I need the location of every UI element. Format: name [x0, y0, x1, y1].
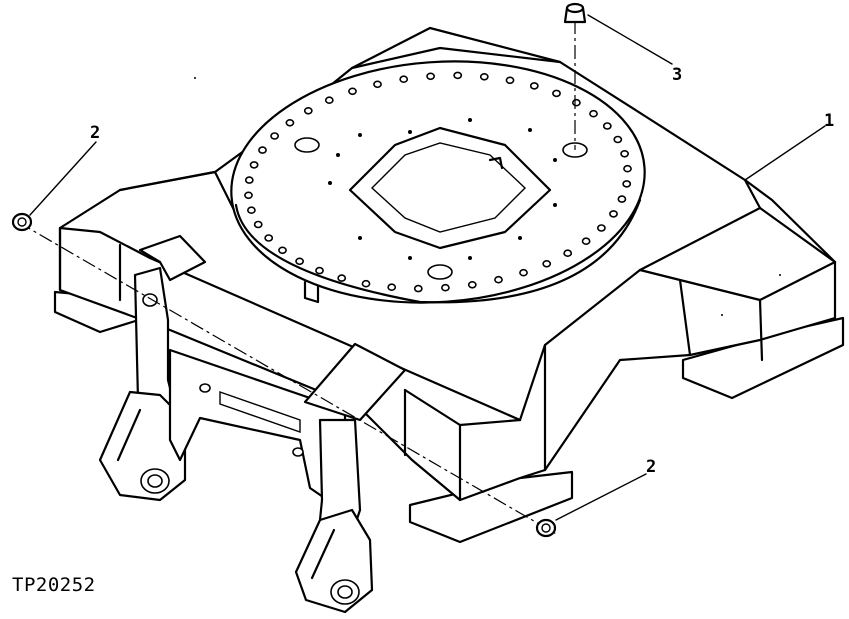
bolt-hole: [542, 259, 552, 268]
inner-hole: [408, 256, 412, 260]
bolt-hole: [413, 284, 423, 293]
inner-hole: [408, 130, 412, 134]
bolt-hole: [337, 274, 347, 282]
inner-hole: [553, 203, 557, 207]
bolt-hole: [348, 87, 357, 96]
bolt-hole: [246, 206, 256, 214]
bolt-hole: [249, 161, 259, 169]
inner-hole: [328, 181, 332, 185]
inner-hole: [468, 118, 472, 122]
bolt-hole: [467, 280, 477, 289]
bolt-hole: [589, 109, 598, 118]
pin-centerline: [17, 20, 576, 536]
bolt-hole: [387, 283, 397, 292]
bolt-hole: [609, 210, 618, 218]
bolt-hole: [552, 89, 561, 98]
bolt-hole: [453, 71, 463, 80]
inner-hole: [336, 153, 340, 157]
bolt-hole: [244, 176, 254, 184]
bolt-hole: [622, 180, 632, 188]
bolt-hole: [563, 249, 573, 257]
inner-hole: [358, 133, 362, 137]
callout-2-right: 2: [646, 457, 656, 477]
bolt-hole: [270, 132, 279, 140]
bolt-hole: [244, 191, 253, 200]
bolt-hole: [572, 98, 581, 107]
bolt-hole: [623, 164, 632, 173]
grease-fitting: [563, 2, 587, 24]
inner-hole: [468, 256, 472, 260]
bolt-hole: [361, 279, 371, 288]
inner-hole: [358, 236, 362, 240]
inner-hole: [528, 128, 532, 132]
bolt-hole: [602, 122, 612, 130]
pin-left: [11, 212, 33, 232]
bolt-hole: [399, 75, 409, 83]
callout-1: 1: [824, 111, 834, 131]
bolt-hole: [597, 224, 606, 232]
callout-2-left: 2: [90, 123, 100, 143]
bolt-hole: [295, 257, 304, 266]
bolt-hole: [285, 119, 295, 127]
figure-id-label: TP20252: [12, 574, 96, 596]
callout-3: 3: [672, 65, 682, 85]
bolt-hole: [253, 220, 263, 229]
scan-specks: [194, 77, 781, 316]
bolt-hole: [324, 96, 334, 104]
bolt-hole: [264, 234, 274, 242]
leader-lines: [29, 14, 826, 521]
ring-bolt-holes: [244, 71, 632, 293]
pin-right: [535, 518, 557, 538]
bolt-hole: [529, 82, 539, 90]
bolt-hole: [494, 275, 503, 284]
bolt-hole: [581, 237, 591, 245]
bolt-hole: [373, 80, 382, 89]
bolt-hole: [479, 73, 489, 81]
bolt-hole: [505, 76, 515, 85]
inner-hole: [553, 158, 557, 162]
inner-hole: [518, 236, 522, 240]
right-link-bracket: [294, 342, 407, 614]
bolt-hole: [613, 135, 623, 144]
bolt-hole: [617, 195, 627, 203]
bolt-hole: [620, 150, 629, 158]
swing-bearing-ring: [230, 60, 646, 304]
bolt-hole: [519, 268, 528, 277]
bolt-hole: [278, 246, 287, 255]
left-link-bracket: [98, 234, 207, 502]
bolt-hole: [303, 107, 313, 115]
bolt-hole: [315, 266, 324, 275]
bolt-hole: [258, 146, 267, 154]
bolt-hole: [440, 283, 450, 292]
bolt-hole: [426, 72, 435, 81]
